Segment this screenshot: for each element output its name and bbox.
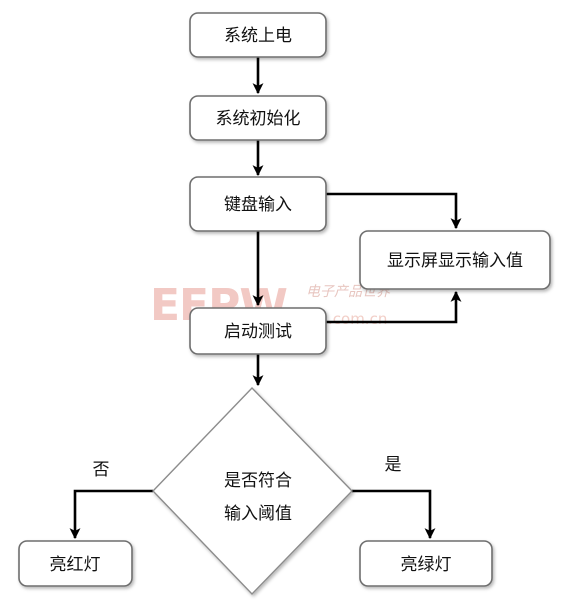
branch-label-no: 否 bbox=[93, 460, 110, 480]
node-power-on: 系统上电 bbox=[189, 12, 327, 58]
edge-decision-no bbox=[69, 489, 153, 540]
node-display: 显示屏显示输入值 bbox=[359, 230, 551, 290]
node-decision: 是否符合 输入阈值 bbox=[152, 386, 353, 596]
node-power-on-box bbox=[189, 12, 327, 58]
edge-test-to-display bbox=[326, 290, 462, 324]
watermark-url: .com.cn bbox=[328, 310, 387, 328]
node-green-led: 亮绿灯 bbox=[359, 540, 493, 587]
node-keyboard-input-box bbox=[189, 176, 327, 232]
node-start-test: 启动测试 bbox=[189, 307, 327, 355]
node-display-label: 显示屏显示输入值 bbox=[387, 251, 523, 271]
node-start-test-box bbox=[189, 307, 327, 355]
edge-keyboard-to-display bbox=[326, 192, 462, 230]
node-power-on-label: 系统上电 bbox=[224, 26, 292, 46]
node-init-box bbox=[189, 95, 327, 141]
node-green-led-box bbox=[359, 540, 493, 587]
node-decision-label-line1: 是否符合 bbox=[224, 471, 292, 491]
node-green-led-label: 亮绿灯 bbox=[401, 555, 452, 575]
node-red-led-label: 亮红灯 bbox=[50, 555, 101, 575]
edges bbox=[69, 57, 462, 540]
node-red-led: 亮红灯 bbox=[18, 540, 133, 587]
branch-label-yes: 是 bbox=[385, 455, 402, 475]
edge-decision-yes bbox=[352, 489, 436, 540]
node-red-led-box bbox=[18, 540, 133, 587]
node-decision-diamond bbox=[152, 386, 353, 596]
node-keyboard-input-label: 键盘输入 bbox=[224, 195, 292, 215]
node-decision-label-line2: 输入阈值 bbox=[224, 504, 292, 524]
node-keyboard-input: 键盘输入 bbox=[189, 176, 327, 232]
node-init: 系统初始化 bbox=[189, 95, 327, 141]
node-start-test-label: 启动测试 bbox=[224, 322, 292, 342]
node-display-box bbox=[359, 230, 551, 290]
node-init-label: 系统初始化 bbox=[216, 109, 301, 129]
